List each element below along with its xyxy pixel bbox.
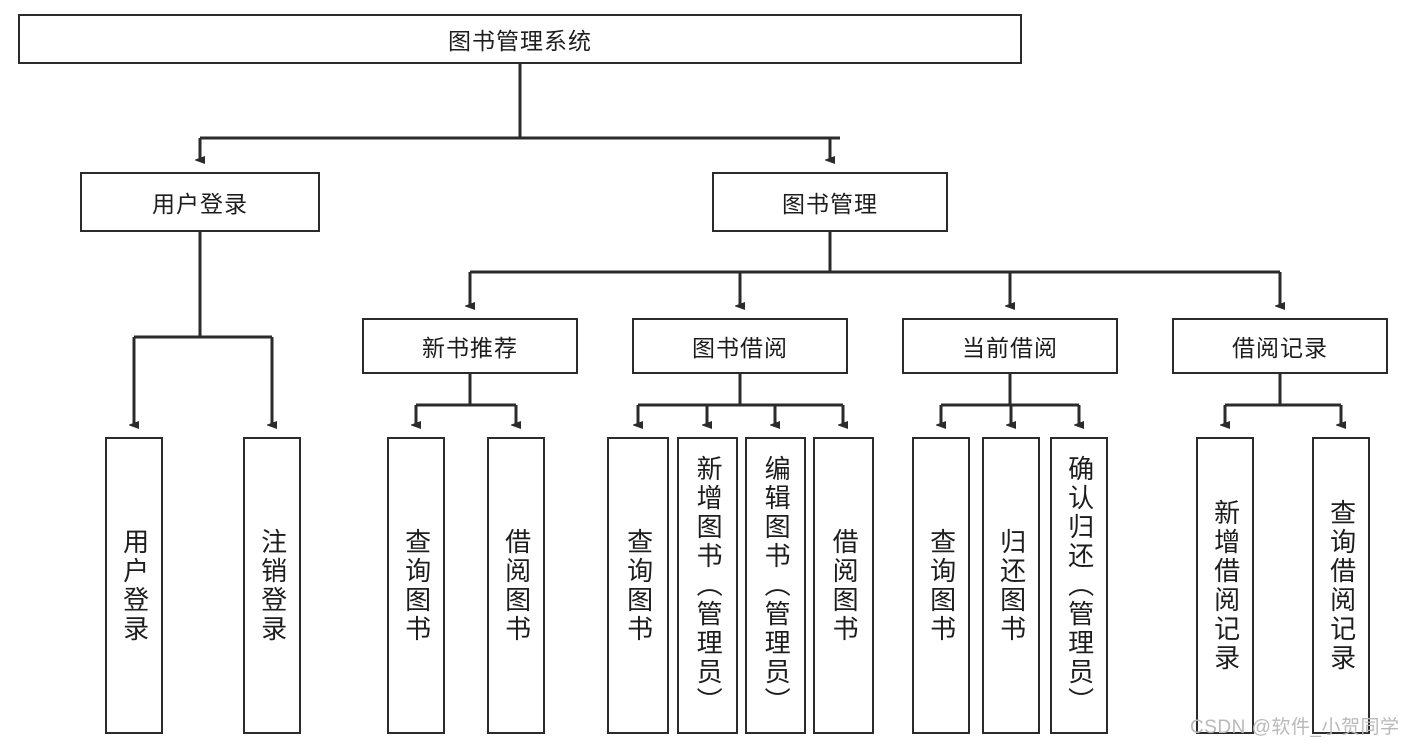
node-leaf-query-book-3[interactable]: 查询图书 — [912, 437, 970, 734]
node-leaf-query-book-1[interactable]: 查询图书 — [387, 437, 445, 734]
node-leaf-add-record[interactable]: 新增借阅记录 — [1196, 437, 1254, 734]
node-user-login-label: 用户登录 — [152, 191, 248, 217]
node-leaf-query-record[interactable]: 查询借阅记录 — [1312, 437, 1370, 734]
node-leaf-query-book-2[interactable]: 查询图书 — [607, 437, 669, 734]
node-leaf-add-record-label: 新增借阅记录 — [1210, 498, 1241, 673]
node-book-borrow-label: 图书借阅 — [692, 335, 788, 361]
node-leaf-return-book-label: 归还图书 — [996, 527, 1027, 644]
node-book-borrow[interactable]: 图书借阅 — [632, 318, 848, 374]
node-leaf-query-record-label: 查询借阅记录 — [1326, 498, 1357, 673]
node-leaf-user-logout-label: 注销登录 — [257, 527, 288, 644]
node-leaf-borrow-book-2[interactable]: 借阅图书 — [813, 437, 874, 734]
node-user-login[interactable]: 用户登录 — [80, 172, 320, 232]
node-current-borrow[interactable]: 当前借阅 — [902, 318, 1118, 374]
node-leaf-query-book-1-label: 查询图书 — [401, 527, 432, 644]
node-leaf-return-book[interactable]: 归还图书 — [982, 437, 1040, 734]
node-leaf-user-login[interactable]: 用户登录 — [105, 437, 163, 734]
node-new-book-rec-label: 新书推荐 — [422, 335, 518, 361]
node-leaf-query-book-3-label: 查询图书 — [926, 527, 957, 644]
node-leaf-borrow-book-1-label: 借阅图书 — [501, 527, 532, 644]
node-root[interactable]: 图书管理系统 — [18, 14, 1022, 64]
node-leaf-edit-book-label: 编辑图书（管理员） — [761, 455, 792, 716]
node-borrow-record[interactable]: 借阅记录 — [1172, 318, 1388, 374]
node-book-manage-label: 图书管理 — [782, 191, 878, 217]
node-leaf-add-book[interactable]: 新增图书（管理员） — [677, 437, 738, 734]
node-leaf-user-login-label: 用户登录 — [119, 527, 150, 644]
node-leaf-add-book-label: 新增图书（管理员） — [693, 455, 724, 716]
watermark: CSDN @软件_小贺同学 — [1190, 717, 1400, 738]
node-book-manage[interactable]: 图书管理 — [712, 172, 948, 232]
node-borrow-record-label: 借阅记录 — [1232, 335, 1328, 361]
node-leaf-borrow-book-1[interactable]: 借阅图书 — [487, 437, 545, 734]
node-leaf-edit-book[interactable]: 编辑图书（管理员） — [745, 437, 806, 734]
node-leaf-user-logout[interactable]: 注销登录 — [243, 437, 301, 734]
node-root-label: 图书管理系统 — [448, 28, 592, 54]
node-leaf-query-book-2-label: 查询图书 — [623, 527, 654, 644]
node-current-borrow-label: 当前借阅 — [962, 335, 1058, 361]
node-leaf-confirm-return-label: 确认归还（管理员） — [1064, 455, 1095, 716]
node-leaf-borrow-book-2-label: 借阅图书 — [829, 527, 860, 644]
node-new-book-rec[interactable]: 新书推荐 — [362, 318, 578, 374]
node-leaf-confirm-return[interactable]: 确认归还（管理员） — [1050, 437, 1108, 734]
